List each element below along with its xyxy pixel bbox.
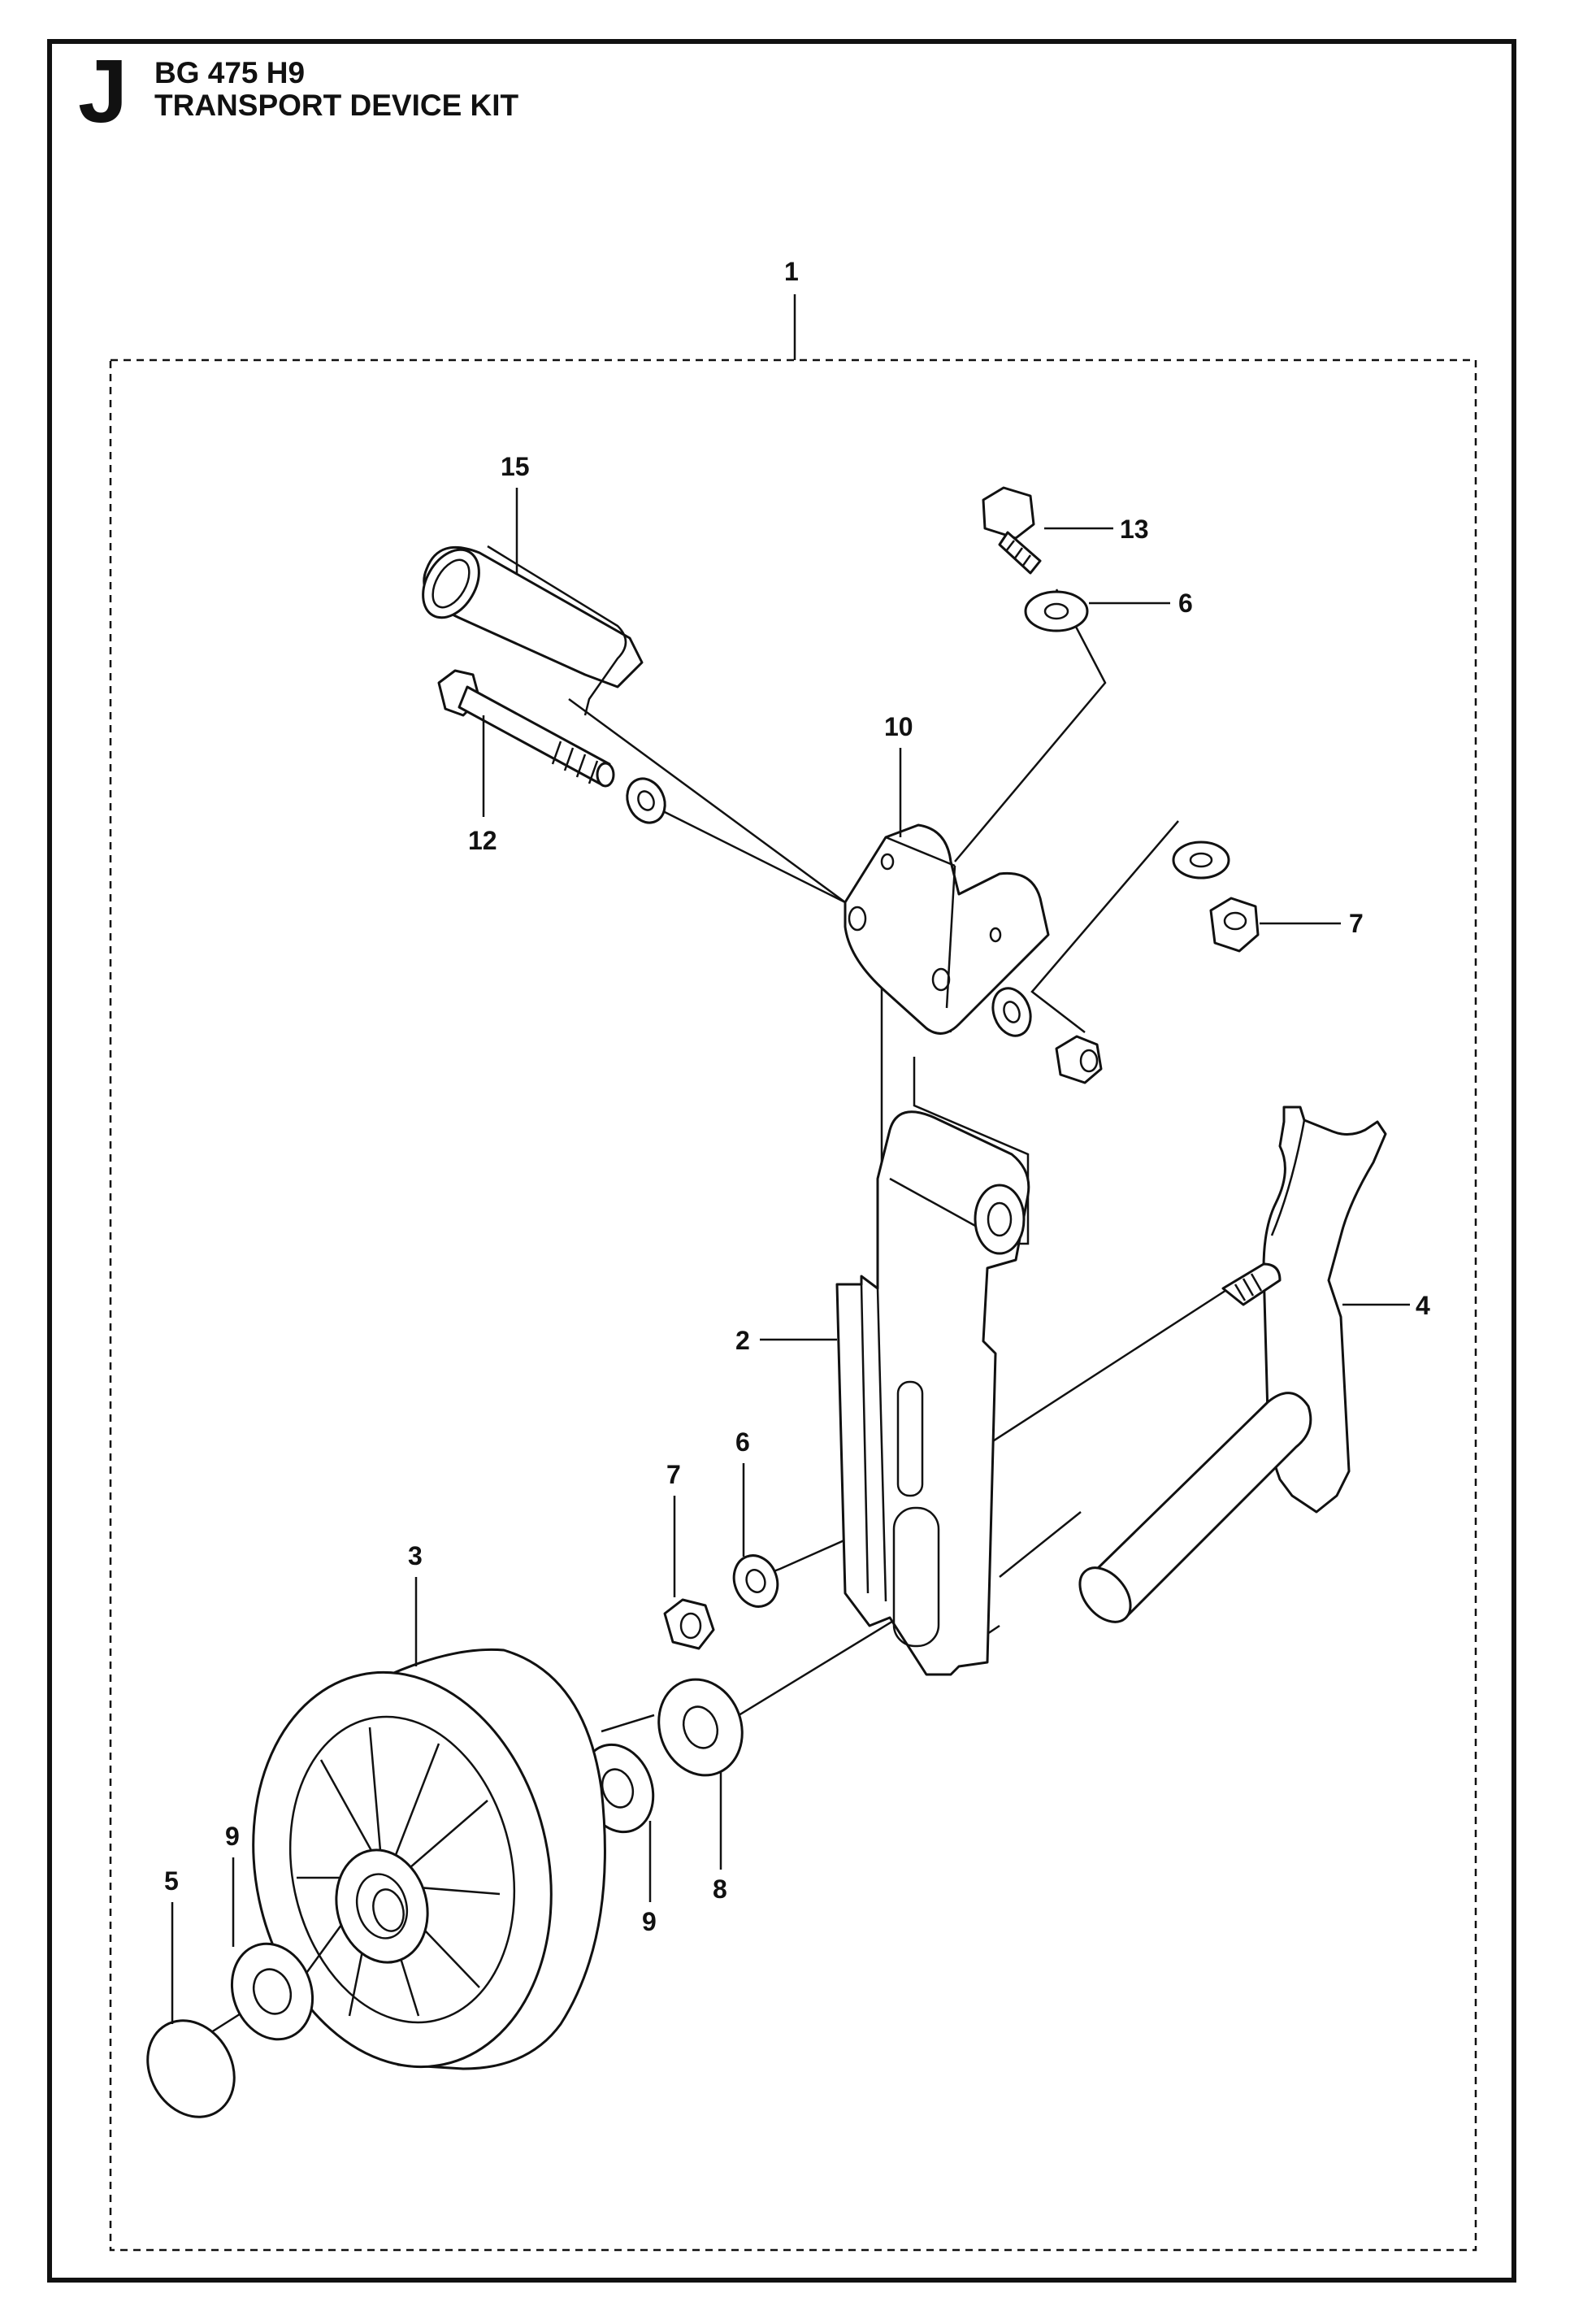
part-10-bracket [844,823,1050,1035]
callout-9-outer: 9 [225,1822,240,1851]
callout-3: 3 [408,1541,423,1570]
callout-10: 10 [884,712,913,741]
callout-2: 2 [735,1326,750,1355]
callout-9-inner: 9 [642,1907,657,1936]
part-6-washer-upper [1024,590,1089,632]
part-5-cap [146,2019,236,2118]
model-name: BG 475 H9 [154,56,306,89]
callout-7-lower: 7 [666,1460,681,1489]
diagram-frame [47,39,1516,2283]
callout-6-lower: 6 [735,1427,750,1457]
part-9-washer-outer [230,1942,314,2041]
part-7-nut-lower [663,1598,715,1650]
section-letter: J [78,41,128,141]
callout-13: 13 [1120,515,1149,544]
part-3-wheel [252,1648,606,2070]
part-8-spacer [657,1678,744,1777]
callout-labels: 1 15 13 6 10 12 7 4 2 6 7 3 9 5 9 8 [164,257,1430,1936]
part-13-bolt [982,486,1042,575]
part-7-nut-upper [1172,841,1260,953]
callout-4: 4 [1416,1291,1430,1320]
leader-lines [171,294,1410,2024]
callout-6-upper: 6 [1178,589,1193,618]
part-15-lock-pin [422,545,644,716]
callout-8: 8 [713,1874,727,1904]
part-4-axle-arm [1078,1106,1387,1623]
kit-boundary [109,358,1477,2252]
callout-1: 1 [784,257,799,286]
callout-5: 5 [164,1866,179,1896]
washer-nut-bracket [991,987,1103,1084]
callout-15: 15 [501,452,530,481]
callout-7-upper: 7 [1349,909,1364,938]
callout-12: 12 [468,826,497,855]
part-6-washer-lower [732,1554,779,1608]
washer-bolt-12 [626,777,666,824]
part-12-bolt [437,669,615,788]
part-2-plate [835,1110,1030,1676]
kit-title: TRANSPORT DEVICE KIT [154,89,519,122]
